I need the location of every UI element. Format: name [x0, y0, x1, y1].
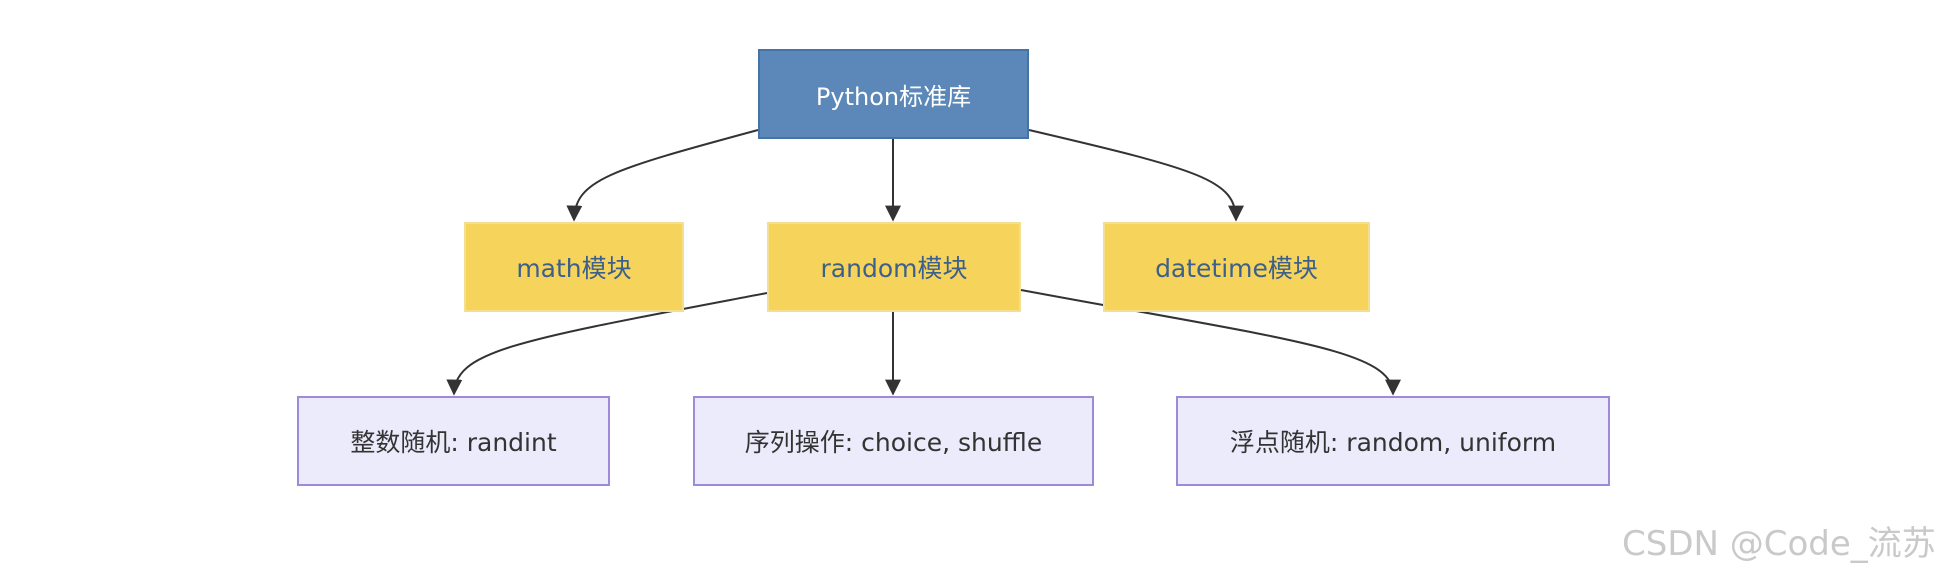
node-float-random: 浮点随机: random, uniform: [1176, 396, 1610, 486]
edge-root-math: [566, 129, 759, 222]
node-datetime-module: datetime模块: [1103, 222, 1370, 312]
node-math-module: math模块: [464, 222, 684, 312]
node-python-stdlib: Python标准库: [758, 49, 1029, 139]
node-math-module-label: math模块: [516, 254, 632, 283]
node-sequence-ops-label: 序列操作: choice, shuffle: [744, 428, 1043, 457]
node-random-module-label: random模块: [820, 254, 968, 283]
node-sequence-ops: 序列操作: choice, shuffle: [693, 396, 1094, 486]
node-integer-random: 整数随机: randint: [297, 396, 610, 486]
node-float-random-label: 浮点随机: random, uniform: [1229, 428, 1557, 457]
node-integer-random-label: 整数随机: randint: [350, 428, 557, 457]
node-python-stdlib-label: Python标准库: [815, 82, 972, 111]
edge-root-datetime: [1028, 129, 1244, 222]
node-datetime-module-label: datetime模块: [1155, 254, 1318, 283]
node-random-module: random模块: [767, 222, 1021, 312]
watermark-text: CSDN @Code_流苏: [1622, 524, 1936, 564]
